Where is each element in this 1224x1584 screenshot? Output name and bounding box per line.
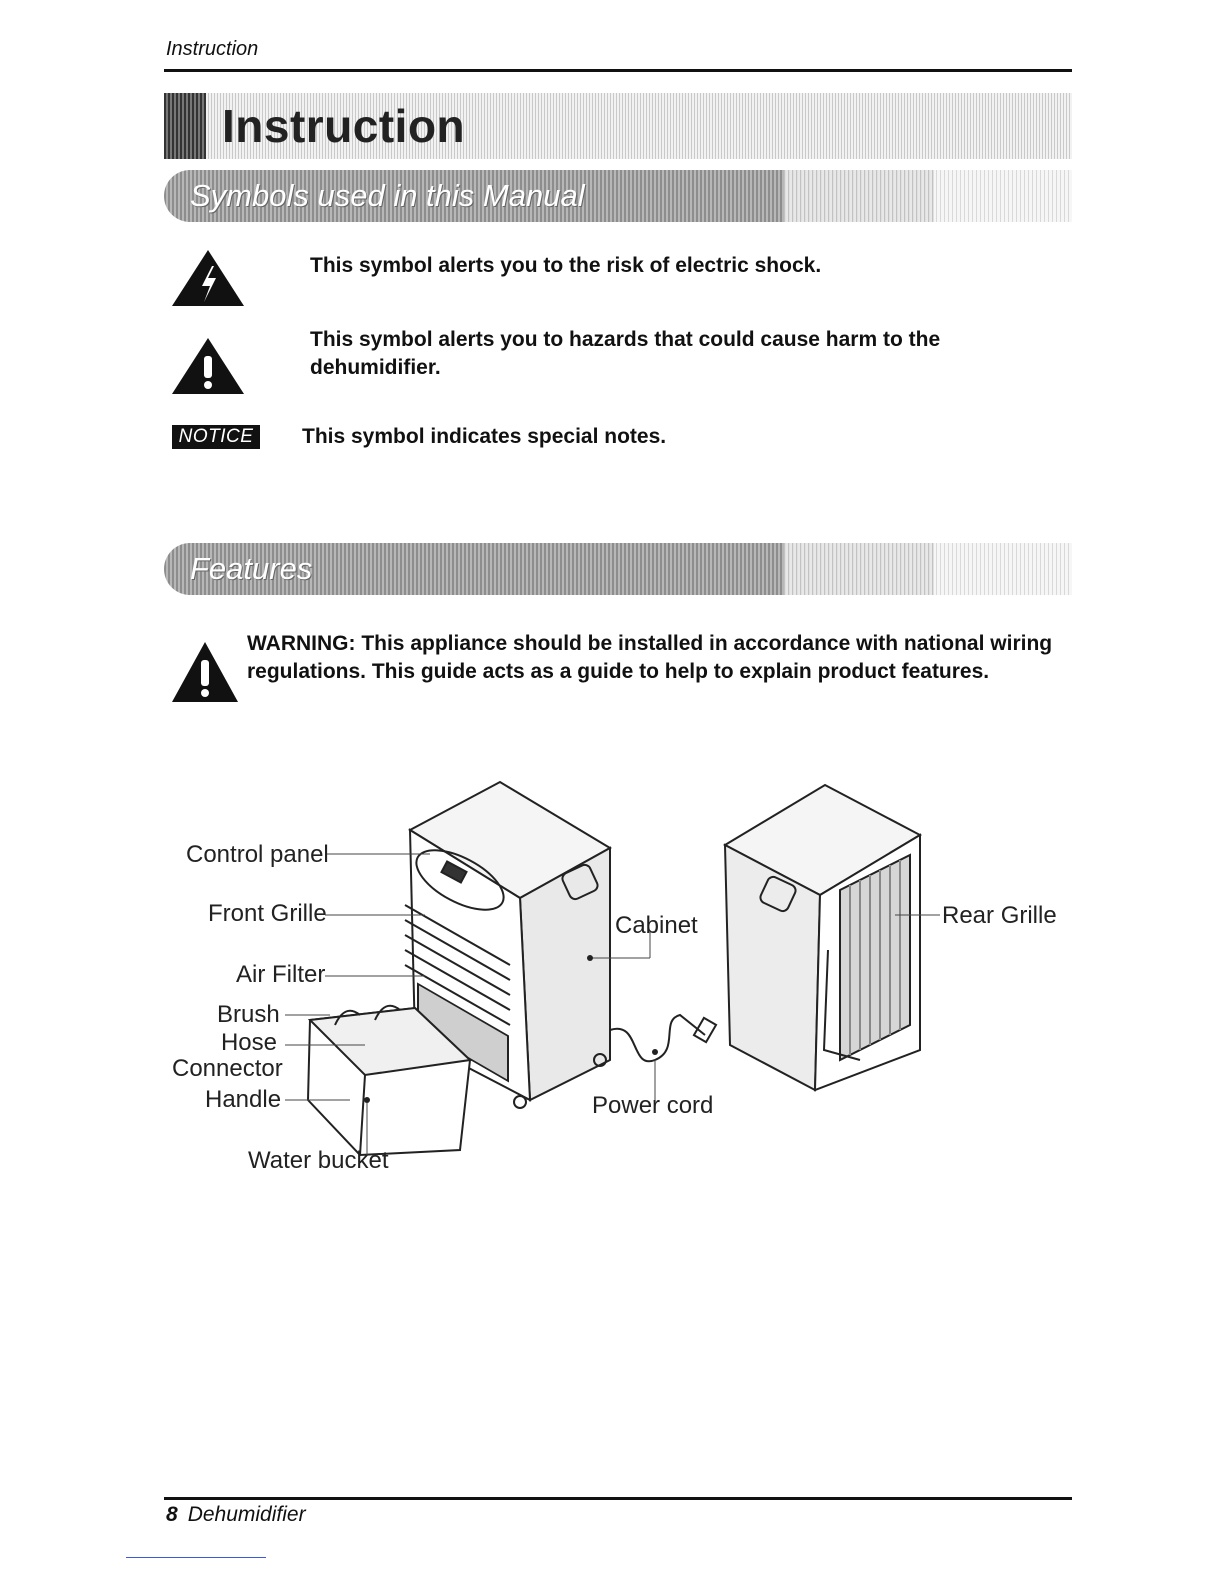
warning-icon: [172, 642, 238, 702]
installation-warning: WARNING: This appliance should be instal…: [247, 632, 1053, 683]
label-control-panel: Control panel: [186, 841, 329, 868]
label-rear-grille: Rear Grille: [942, 902, 1057, 929]
features-section-heading: Features: [190, 551, 313, 586]
dehumidifier-illustration: [285, 780, 940, 1157]
symbol-item: This symbol indicates special notes.: [302, 423, 1042, 451]
page-title-banner: Instruction: [164, 93, 1072, 159]
symbols-section-heading: Symbols used in this Manual: [190, 178, 585, 213]
banner-fade: [784, 543, 1072, 595]
label-air-filter: Air Filter: [236, 961, 326, 988]
label-cabinet: Cabinet: [615, 912, 698, 939]
label-hose-connector: Hose Connector: [172, 1029, 283, 1082]
symbol-description: This symbol indicates special notes.: [302, 425, 667, 448]
title-banner-block: [164, 93, 206, 159]
symbol-item: This symbol alerts you to the risk of el…: [310, 252, 1050, 280]
footer-product: Dehumidifier: [187, 1503, 306, 1526]
label-front-grille: Front Grille: [208, 900, 327, 927]
page-title: Instruction: [222, 100, 466, 152]
page-footer: 8 Dehumidifier: [166, 1503, 306, 1527]
features-section-banner: Features: [164, 543, 1072, 595]
underline-mark: [126, 1557, 266, 1558]
label-brush: Brush: [217, 1001, 280, 1028]
symbol-description: This symbol alerts you to hazards that c…: [310, 328, 941, 379]
banner-fade: [784, 170, 1072, 222]
notice-badge: NOTICE: [172, 425, 260, 449]
symbols-section-banner: Symbols used in this Manual: [164, 170, 1072, 222]
electric-shock-warning-icon: [172, 250, 244, 306]
symbol-description: This symbol alerts you to the risk of el…: [310, 254, 822, 277]
label-water-bucket: Water bucket: [248, 1147, 389, 1174]
page-number: 8: [166, 1503, 178, 1526]
dehumidifier-diagram: Control panel Front Grille Air Filter Br…: [160, 770, 1080, 1190]
label-power-cord: Power cord: [592, 1092, 714, 1119]
header-rule: [164, 69, 1072, 72]
running-header: Instruction: [166, 38, 259, 60]
hazard-warning-icon: [172, 338, 244, 394]
footer-rule: [164, 1497, 1072, 1500]
symbol-item: This symbol alerts you to hazards that c…: [310, 326, 1030, 382]
label-handle: Handle: [205, 1086, 282, 1113]
